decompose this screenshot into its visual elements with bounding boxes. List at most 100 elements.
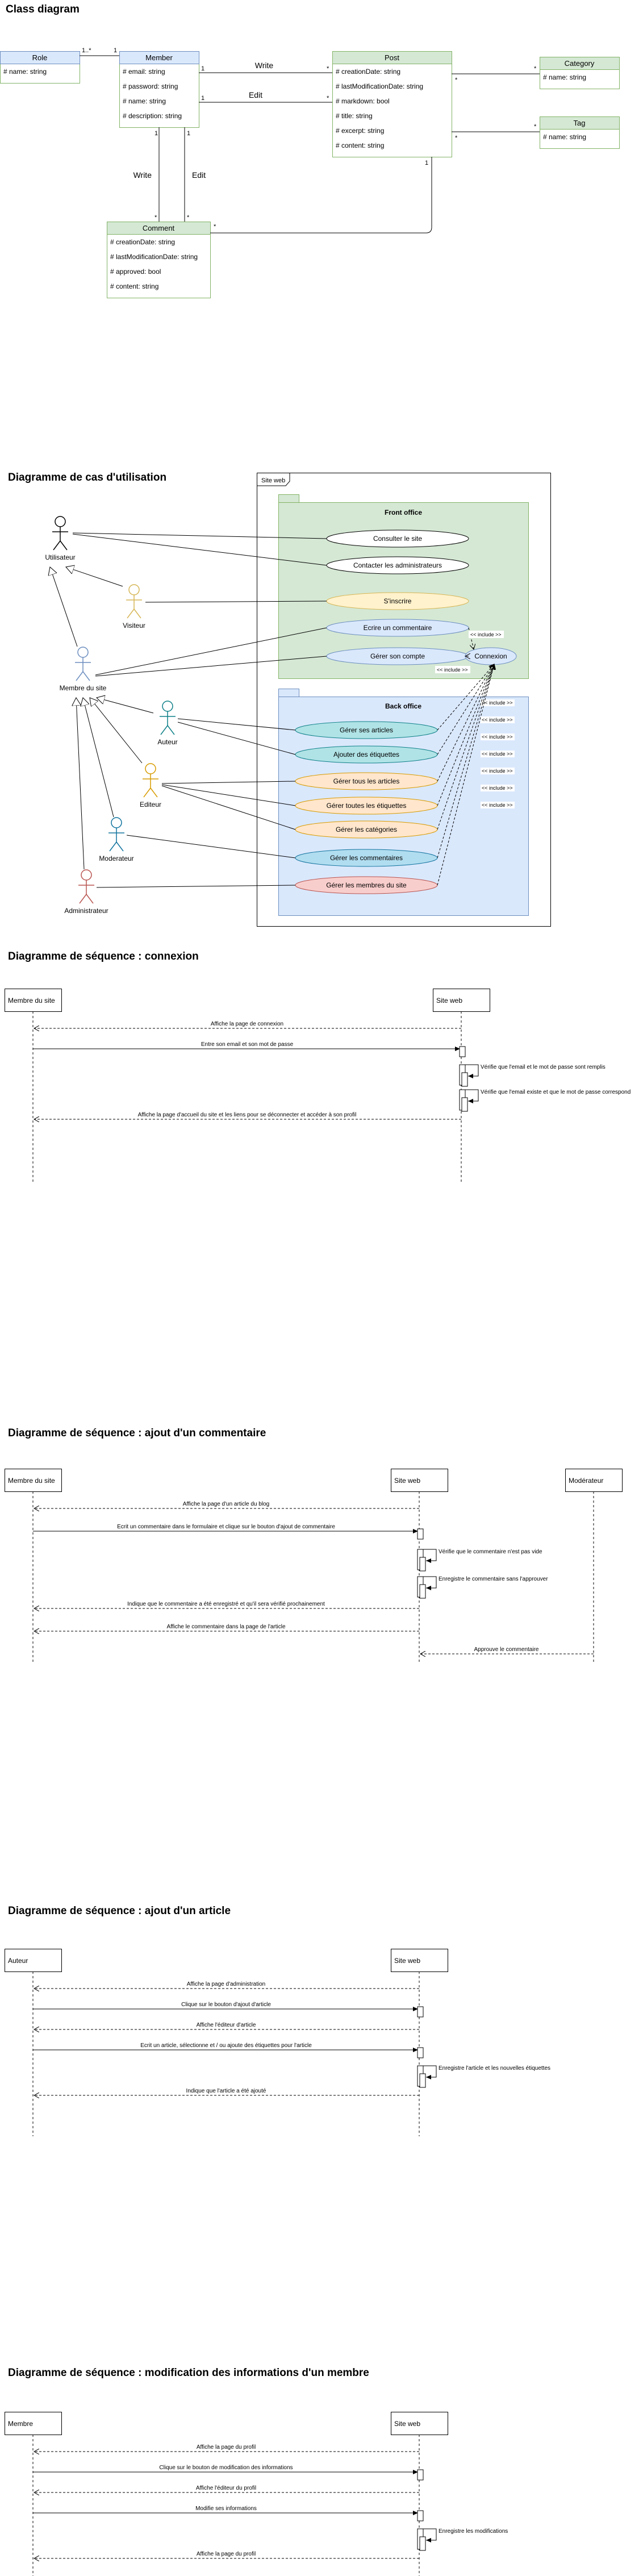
message-label: Affiche la page d'un article du blog [183, 1501, 269, 1507]
actor-leg [82, 671, 90, 681]
multiplicity: 1 [201, 95, 204, 102]
class-header [0, 51, 80, 64]
message-label: Ecrit un commentaire dans le formulaire … [117, 1524, 335, 1530]
class-header [119, 51, 199, 64]
class-category: Category# name: string [540, 57, 620, 89]
participant-site: Site web [433, 989, 490, 1182]
class-header [540, 57, 620, 70]
include-label-bg [481, 768, 515, 774]
association-membre-gerer-compte [95, 656, 327, 677]
seq-profile-title: Diagramme de séquence : modification des… [8, 2367, 369, 2379]
multiplicity: 1 [155, 130, 158, 137]
class-name: Tag [574, 119, 586, 127]
seq-connexion-title: Diagramme de séquence : connexion [8, 951, 199, 962]
class-header [332, 51, 452, 64]
message-label: Entre son email et son mot de passe [201, 1041, 294, 1048]
participant-box [5, 1949, 62, 1972]
class-attribute: # lastModificationDate: string [110, 253, 198, 261]
association-editeur-gerer-categories [161, 785, 296, 830]
actor-name: Membre du site [60, 684, 107, 692]
self-call-arrow [423, 2065, 437, 2079]
multiplicity: 1 [201, 65, 204, 72]
multiplicity: 1 [187, 130, 190, 137]
class-box [332, 51, 452, 157]
message-label: Affiche l'éditeur d'article [197, 2022, 256, 2028]
participant-box [433, 989, 490, 1012]
include-gerer-commentaires [437, 664, 494, 858]
include-label-text: << include >> [437, 667, 468, 673]
message-call: Modifie ses informations [33, 2506, 424, 2521]
class-header [107, 222, 211, 235]
seq-article-title: Diagramme de séquence : ajout d'un artic… [8, 1905, 231, 1917]
usecase-label: Ajouter des étiquettes [333, 751, 399, 758]
message-label: Indique que l'article a été ajouté [186, 2088, 266, 2094]
usecase-label: Consulter le site [373, 535, 422, 543]
message-label: Vérifie que le commentaire n'est pas vid… [439, 1549, 542, 1555]
class-attribute: # content: string [110, 282, 158, 290]
participant-label: Site web [394, 2420, 420, 2428]
package-tab [278, 689, 299, 697]
association-visiteur-inscrire [145, 601, 327, 603]
usecase-label: Gérer toutes les étiquettes [327, 802, 407, 810]
class-attribute: # name: string [543, 73, 586, 81]
actor-head [55, 516, 66, 527]
participant-box [391, 1949, 448, 1972]
usecase-connexion: Connexion [465, 647, 517, 665]
message-call: Clique sur le bouton d'ajout d'article [33, 2002, 424, 2018]
include-label-bg [481, 785, 515, 791]
actor-head [111, 817, 122, 828]
activation-bar [419, 2073, 426, 2088]
message-return: Indique que l'article a été ajouté [34, 2088, 419, 2095]
usecase-ajouter-etiquettes: Ajouter des étiquettes [295, 745, 438, 764]
usecase-label: Connexion [474, 652, 507, 660]
package-tab [278, 494, 299, 503]
participant-box [391, 2412, 448, 2435]
include-label: << include >> [481, 802, 515, 808]
actor-leg [150, 787, 158, 798]
participant-auteur: Auteur [5, 1949, 62, 2136]
generalization-administrateur-membre [76, 698, 85, 870]
include-label-bg [435, 666, 470, 673]
association-post-comment [210, 157, 432, 234]
message-label: Affiche la page d'administration [187, 1981, 265, 1987]
association-label: Edit [192, 170, 206, 180]
message-self: Enregistre le commentaire sans l'approuv… [417, 1576, 548, 1599]
actor-membre: Membre du site [60, 647, 107, 692]
multiplicity: * [327, 65, 329, 72]
class-attribute: # approved: bool [110, 268, 161, 276]
actor-head [77, 647, 89, 658]
activation-bar [419, 1557, 426, 1572]
usecase-label: Gérer tous les articles [333, 777, 400, 785]
include-label-bg [481, 699, 515, 706]
include-label: << include >> [481, 733, 515, 740]
class-attribute: # content: string [336, 141, 384, 149]
actor-leg [133, 608, 141, 619]
message-label: Enregistre l'article et les nouvelles ét… [439, 2065, 550, 2071]
multiplicity: * [455, 135, 458, 141]
message-return: Affiche la page d'administration [34, 1981, 419, 1989]
usecase-label: Gérer son compte [370, 652, 425, 660]
usecase-label: S'inscrire [384, 597, 412, 605]
include-label-text: << include >> [482, 717, 513, 723]
actor-auteur: Auteur [157, 701, 178, 746]
system-label-tab [257, 473, 290, 486]
actor-visiteur: Visiteur [123, 584, 145, 630]
include-label-bg [481, 733, 515, 740]
class-attribute: # email: string [123, 68, 165, 76]
message-label: Affiche la page du profil [197, 2551, 256, 2557]
usecase-gerer-commentaires: Gérer les commentaires [295, 849, 438, 867]
include-label-bg [469, 631, 504, 638]
usecase-gerer-membres: Gérer les membres du site [295, 876, 438, 894]
class-attribute: # name: string [3, 68, 47, 76]
message-label: Vérifie que l'email et le mot de passe s… [481, 1064, 606, 1070]
activation-bar [419, 1584, 426, 1599]
actor-leg [79, 894, 87, 904]
class-attribute: # excerpt: string [336, 127, 384, 135]
participant-site: Site web [391, 1469, 448, 1662]
multiplicity: * [187, 214, 190, 221]
include-label-text: << include >> [482, 802, 513, 808]
system-label: Site web [261, 477, 285, 484]
participant-label: Membre du site [8, 997, 55, 1004]
usecase-label: Gérer ses articles [340, 726, 393, 734]
